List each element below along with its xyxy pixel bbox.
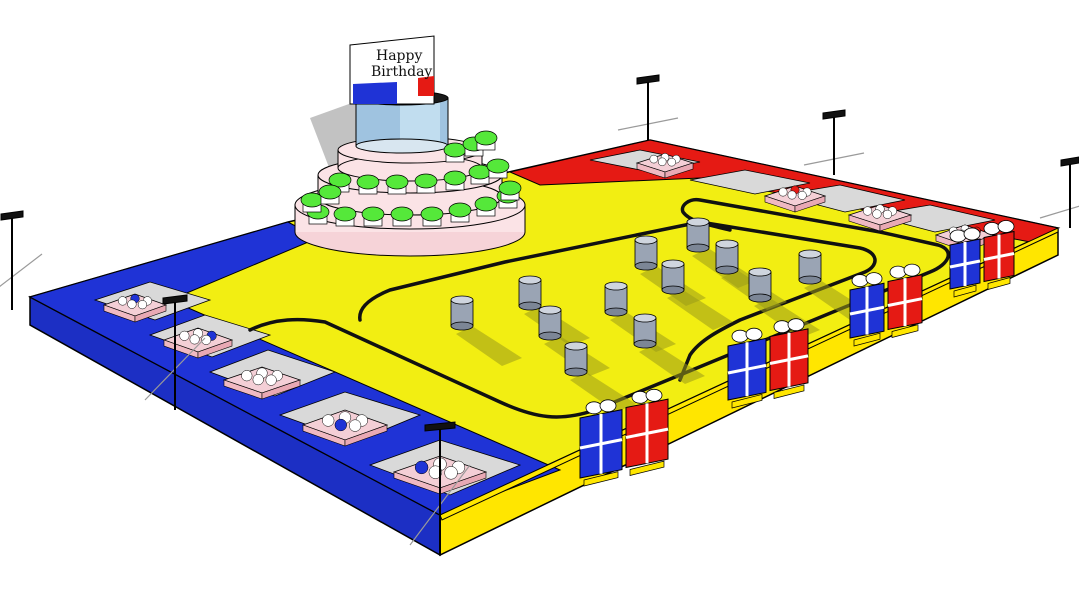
cylinder-icon xyxy=(564,341,636,412)
cupcake xyxy=(498,180,522,201)
cylinder-icon xyxy=(604,281,676,352)
sign-red-band xyxy=(418,76,434,96)
cupcake xyxy=(468,164,492,185)
cupcake xyxy=(328,172,352,193)
ball-tray xyxy=(102,293,168,323)
cake-glass-base xyxy=(355,138,449,154)
cupcake xyxy=(333,206,357,227)
ball-icon xyxy=(322,414,335,427)
ball-icon xyxy=(241,370,253,382)
ball-tray xyxy=(222,366,302,400)
cake-glass-highlight xyxy=(400,98,440,146)
gift-boxes xyxy=(579,220,1015,487)
sign-blue-band xyxy=(353,82,397,104)
sign-line-2: Birthday xyxy=(371,64,432,80)
gift-box-icon xyxy=(579,399,623,487)
lamp-posts xyxy=(0,74,1079,555)
red-bay-2 xyxy=(689,169,811,195)
gift-box-icon xyxy=(769,318,809,399)
ball-tray xyxy=(847,204,913,232)
ball-icon xyxy=(778,187,788,197)
lamp-post-icon xyxy=(803,109,865,175)
cylinders xyxy=(450,217,870,412)
ball-icon xyxy=(787,190,797,200)
ball-icon xyxy=(657,157,667,167)
ball-icon xyxy=(252,374,264,386)
ball-tray xyxy=(635,153,695,179)
ball-icon xyxy=(428,465,443,479)
cupcake xyxy=(385,174,409,195)
lamp-post-icon xyxy=(0,210,43,310)
ball-icon xyxy=(444,466,458,480)
cupcake xyxy=(361,206,385,227)
ball-tray xyxy=(763,185,827,213)
sign-line-1: Happy xyxy=(376,48,422,64)
ball-icon xyxy=(179,330,190,341)
cupcake xyxy=(474,196,498,217)
ball-icon xyxy=(189,334,200,345)
cupcake xyxy=(443,170,467,191)
cylinder-icon xyxy=(633,313,705,384)
inner-track xyxy=(358,220,877,382)
cupcake xyxy=(486,158,510,179)
cupcake xyxy=(448,202,472,223)
ball-icon xyxy=(872,209,882,219)
ball-icon xyxy=(265,374,277,386)
lamp-post-icon xyxy=(617,74,679,140)
ball-tray xyxy=(301,409,389,447)
lamp-post-icon xyxy=(144,294,206,410)
ball-icon xyxy=(797,190,807,200)
lamp-post-icon xyxy=(1039,156,1079,228)
ball-icon xyxy=(649,154,659,164)
cupcake xyxy=(390,206,414,227)
gift-box-icon xyxy=(949,227,981,298)
cupcake xyxy=(318,184,342,205)
cupcake xyxy=(474,130,498,151)
cylinder-icon xyxy=(450,295,522,366)
birthday-sign: Happy Birthday xyxy=(349,35,435,105)
gift-box-icon xyxy=(727,327,767,409)
gift-box-icon xyxy=(887,263,923,338)
outer-track xyxy=(248,197,950,419)
gift-box-icon xyxy=(983,220,1015,290)
cupcake xyxy=(356,174,380,195)
cupcake xyxy=(443,142,467,163)
ball-icon xyxy=(334,418,347,432)
cylinder-icon xyxy=(748,267,820,338)
ball-icon xyxy=(348,419,362,432)
ball-icon xyxy=(863,206,873,216)
ball-icon xyxy=(414,460,429,475)
cupcakes xyxy=(300,130,522,227)
gift-box-icon xyxy=(849,272,885,347)
ball-icon xyxy=(127,299,137,309)
lamp-post-icon xyxy=(409,421,471,555)
gift-box-icon xyxy=(625,388,669,476)
cupcake xyxy=(420,206,444,227)
cupcake xyxy=(414,173,438,194)
ball-icon xyxy=(882,209,893,219)
cupcake xyxy=(300,192,324,213)
ball-trays xyxy=(102,153,996,495)
ball-icon xyxy=(118,296,128,306)
ball-icon xyxy=(201,334,212,345)
ball-icon xyxy=(667,157,676,167)
ball-icon xyxy=(137,300,148,310)
track-lines xyxy=(248,197,950,419)
cylinder-icon xyxy=(661,259,733,330)
